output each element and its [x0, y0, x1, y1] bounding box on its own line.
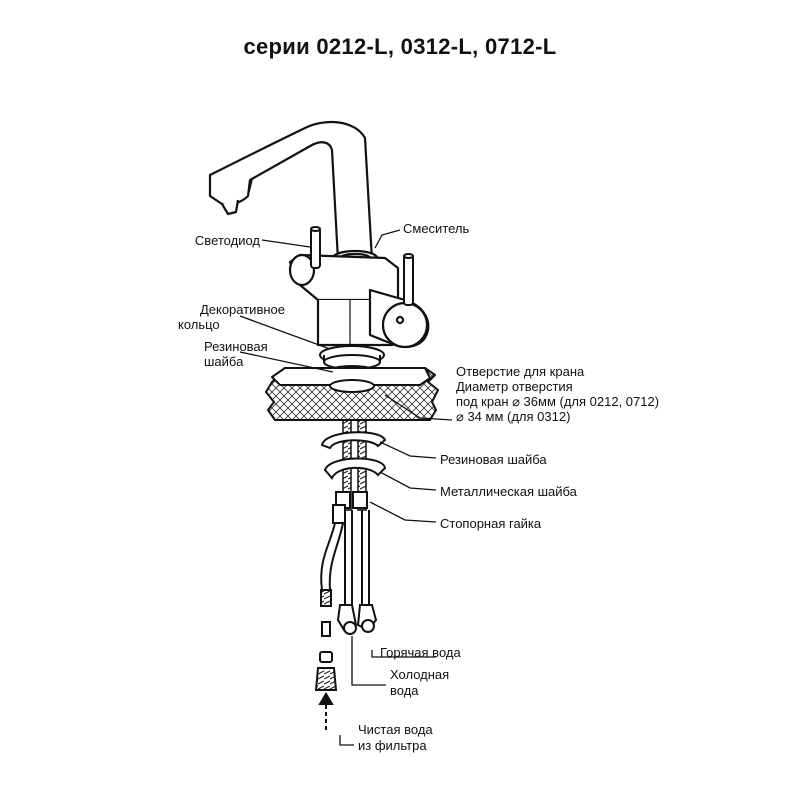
label-hole-3: под кран ⌀ 36мм (для 0212, 0712): [456, 394, 660, 409]
filtered-water-hose: [320, 504, 346, 607]
leader-lines: [239, 229, 453, 746]
label-cold-water-1: Холодная: [390, 667, 450, 682]
label-cold-water-2: вода: [390, 683, 419, 698]
label-rubber-washer-top-2: шайба: [204, 354, 244, 369]
label-hole-2: Диаметр отверстия: [456, 379, 573, 394]
mixer-body: [288, 249, 430, 349]
label-hot-water: Горячая вода: [380, 645, 461, 660]
label-hole-1: Отверстие для крана: [456, 364, 585, 379]
rubber-washer: [320, 431, 387, 450]
label-decor-ring-2: кольцо: [178, 317, 220, 332]
decorative-ring: [319, 345, 385, 370]
label-rubber-washer: Резиновая шайба: [440, 452, 547, 467]
label-decor-ring-1: Декоративное: [199, 302, 285, 317]
label-lock-nut: Стопорная гайка: [440, 516, 542, 531]
metal-washer: [323, 457, 387, 480]
label-led: Светодиод: [194, 233, 260, 248]
countertop: [265, 367, 439, 421]
label-metal-washer: Металлическая шайба: [440, 484, 577, 499]
hose-fittings: [336, 604, 378, 635]
diagram-title: серии 0212-L, 0312-L, 0712-L: [243, 34, 557, 59]
label-mixer: Смеситель: [403, 221, 470, 236]
label-filtered-water-2: из фильтра: [358, 738, 427, 753]
filter-fittings: [314, 621, 338, 691]
label-hole-4: ⌀ 34 мм (для 0312): [456, 409, 571, 424]
led-lever: [310, 226, 321, 269]
label-rubber-washer-top-1: Резиновая: [204, 339, 268, 354]
label-filtered-water-1: Чистая вода: [358, 722, 433, 737]
hot-cold-hoses: [344, 510, 370, 605]
filter-inlet-arrow: [318, 692, 334, 730]
mixer-lever: [403, 253, 414, 306]
